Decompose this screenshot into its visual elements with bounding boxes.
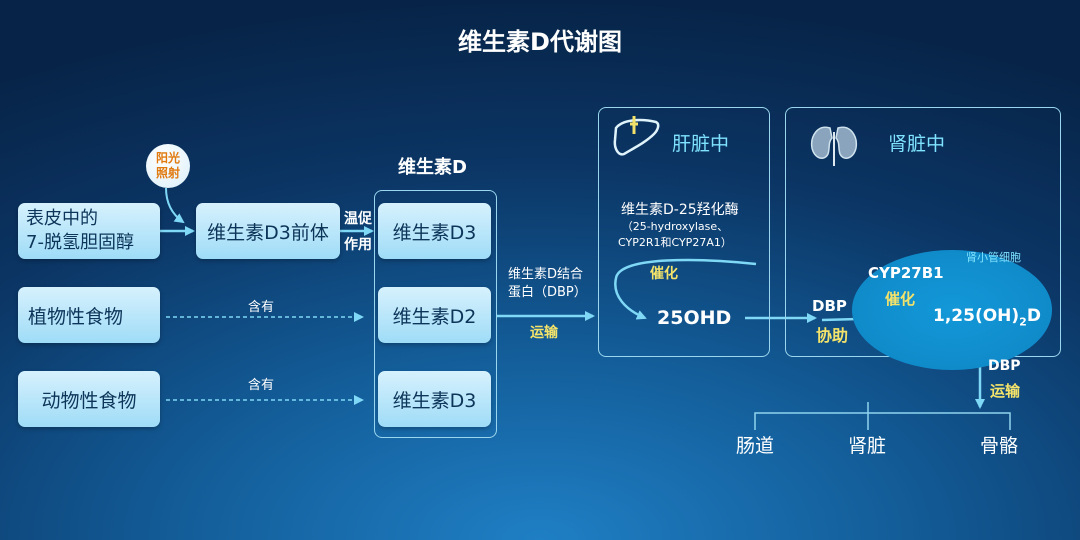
liver-title: 肝脏中	[672, 133, 730, 155]
kidney-title: 肾脏中	[888, 133, 946, 155]
liver-panel	[598, 107, 770, 357]
page-title: 维生素D代谢图	[458, 28, 622, 56]
cyp27b1-label: CYP27B1	[868, 264, 944, 282]
kidney-dbp-label: DBP	[812, 297, 847, 315]
vitd-d3-box: 维生素D3	[378, 203, 491, 259]
vitd-group-title: 维生素D	[398, 157, 467, 178]
vitd-d2-box: 维生素D2	[378, 287, 491, 343]
dbp-transport-label: 维生素D结合 蛋白（DBP）	[508, 267, 587, 300]
d3-precursor-box: 维生素D3前体	[196, 203, 340, 259]
heat-effect-label: 温促 作用	[344, 211, 372, 253]
25ohd-label: 25OHD	[657, 307, 732, 329]
liver-enzyme-label: 维生素D-25羟化酶	[621, 202, 739, 218]
target-kidney: 肾脏	[848, 435, 887, 457]
sunlight-arrow	[165, 187, 185, 224]
transport-action-label: 运输	[530, 325, 558, 341]
skin-source-box: 表皮中的 7-脱氢胆固醇	[18, 203, 160, 259]
animal-food-box: 动物性食物	[18, 371, 160, 427]
plant-food-box: 植物性食物	[18, 287, 160, 343]
vitd-group-frame	[374, 190, 497, 438]
kidney-catalysis-label: 催化	[885, 290, 916, 308]
renal-tubule-label: 肾小管细胞	[966, 251, 1021, 264]
liver-catalysis-arrow	[614, 258, 757, 320]
target-intestine: 肠道	[736, 435, 775, 457]
dbp-transport2-label: DBP	[988, 358, 1021, 374]
contains-label-animal: 含有	[248, 378, 275, 393]
kidney-icon	[810, 126, 858, 166]
liver-icon	[613, 116, 660, 156]
target-bone: 骨骼	[980, 435, 1019, 457]
renal-tubule-ellipse	[852, 250, 1052, 370]
targets-bracket	[754, 402, 1011, 430]
liver-catalysis-label: 催化	[650, 266, 678, 282]
kidney-assist-label: 协助	[816, 326, 849, 345]
calcitriol-label: 1,25(OH)2D	[933, 306, 1041, 329]
contains-label-plant: 含有	[248, 300, 275, 315]
liver-enzyme-detail: （25-hydroxylase、 CYP2R1和CYP27A1）	[618, 220, 732, 249]
vitd-d3-food-box: 维生素D3	[378, 371, 491, 427]
sunlight-bubble: 阳光 照射	[146, 144, 190, 188]
transport2-action-label: 运输	[990, 382, 1021, 400]
